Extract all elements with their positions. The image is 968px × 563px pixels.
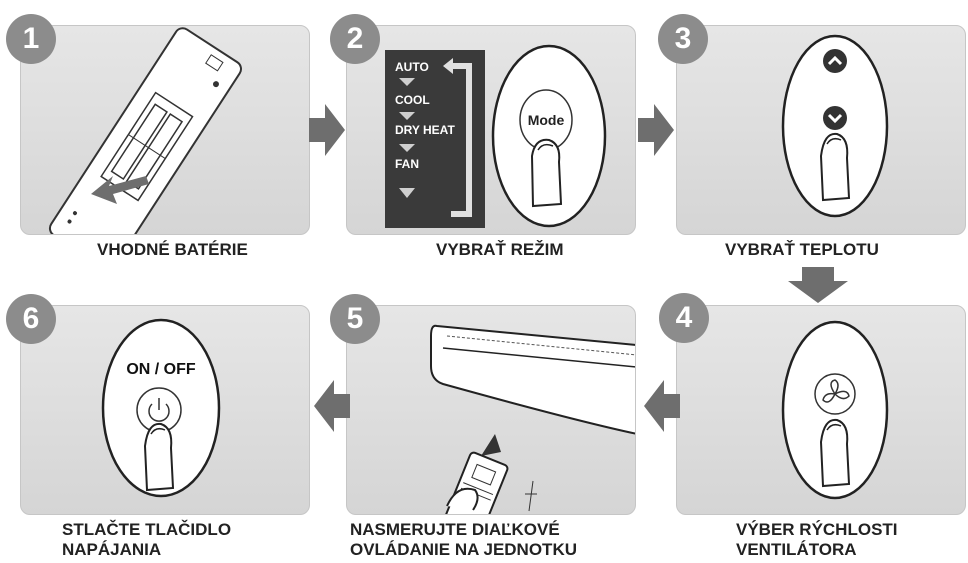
step-1-badge: 1 xyxy=(6,14,56,64)
power-label: ON / OFF xyxy=(126,361,196,378)
step-3-caption: VYBRAŤ TEPLOTU xyxy=(725,240,879,259)
temperature-remote-illustration xyxy=(781,34,889,218)
temp-down-button[interactable] xyxy=(823,106,847,130)
step-4-panel xyxy=(676,305,966,515)
fan-speed-remote-illustration xyxy=(781,320,889,500)
mode-dry-heat: DRY HEAT xyxy=(395,123,455,137)
step-2-badge: 2 xyxy=(330,14,380,64)
step-6-badge: 6 xyxy=(6,294,56,344)
arrow-right-icon xyxy=(638,104,674,156)
arrow-right-icon xyxy=(309,104,345,156)
battery-remote-illustration xyxy=(48,27,242,234)
power-remote-illustration: ON / OFF xyxy=(101,318,221,498)
mode-button-label: Mode xyxy=(528,112,565,128)
mode-auto: AUTO xyxy=(395,60,429,74)
step-6-caption: STLAČTE TLAČIDLO NAPÁJANIA xyxy=(62,520,232,559)
step-4-caption: VÝBER RÝCHLOSTI VENTILÁTORA xyxy=(736,520,898,559)
mode-list-illustration: AUTO COOL DRY HEAT FAN Mode xyxy=(385,44,607,228)
step-1-panel xyxy=(20,25,310,235)
power-icon xyxy=(148,398,170,422)
step-5-caption: NASMERUJTE DIAĽKOVÉ OVLÁDANIE NA JEDNOTK… xyxy=(350,520,577,559)
mode-cool: COOL xyxy=(395,93,430,107)
step-4-badge: 4 xyxy=(659,293,709,343)
arrow-left-icon xyxy=(644,380,680,432)
arrow-left-icon xyxy=(314,380,350,432)
step-5-panel xyxy=(346,305,636,515)
fan-icon xyxy=(822,379,850,403)
step-3-panel xyxy=(676,25,966,235)
step-3-badge: 3 xyxy=(658,14,708,64)
step-6-panel: ON / OFF xyxy=(20,305,310,515)
step-2-caption: VYBRAŤ REŽIM xyxy=(436,240,564,259)
step-1-caption: VHODNÉ BATÉRIE xyxy=(97,240,248,259)
arrow-down-icon xyxy=(788,267,848,303)
mode-fan: FAN xyxy=(395,157,419,171)
temp-up-button[interactable] xyxy=(823,49,847,73)
step-2-panel: AUTO COOL DRY HEAT FAN Mode xyxy=(346,25,636,235)
point-remote-at-unit-illustration xyxy=(430,324,635,514)
step-5-badge: 5 xyxy=(330,294,380,344)
